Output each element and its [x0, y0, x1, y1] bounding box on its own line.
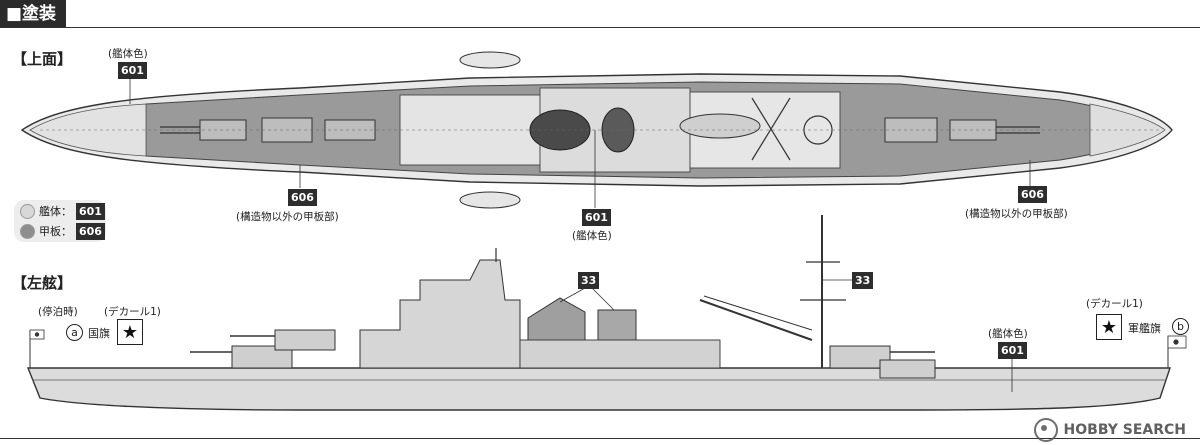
legend-deck-label: 甲板：: [39, 225, 72, 238]
side-view-label: 【左舷】: [12, 274, 73, 292]
side-hull-caption: (艦体色): [988, 328, 1028, 340]
top-hull-caption: (艦体色): [108, 48, 148, 60]
flag-a-marker: a: [66, 324, 83, 341]
deck-right-caption: (構造物以外の甲板部): [965, 208, 1068, 220]
top-view-label: 【上面】: [12, 50, 73, 68]
flag-b-decal-star-icon: ★: [1096, 314, 1122, 340]
legend-deck-code: 606: [76, 222, 105, 240]
legend-item-hull: 艦体： 601: [20, 202, 105, 220]
flag-b-name: 軍艦旗: [1128, 322, 1161, 335]
legend-hull-code: 601: [76, 202, 105, 220]
mast-code: 33: [852, 272, 874, 289]
section-title: ■塗装: [0, 0, 67, 28]
center-hull-code: 601: [582, 209, 611, 226]
flag-b-marker: b: [1172, 318, 1189, 335]
deck-left-caption: (構造物以外の甲板部): [236, 211, 339, 223]
deck-left-code: 606: [288, 189, 317, 206]
watermark-logo-icon: [1033, 418, 1058, 442]
funnel-code: 33: [578, 272, 600, 289]
section-header: ■塗装: [0, 0, 1200, 28]
flag-a-name: 国旗: [88, 327, 110, 340]
watermark: HOBBY SEARCH: [1033, 418, 1186, 442]
deck-swatch: [20, 223, 35, 239]
side-hull-code: 601: [998, 342, 1027, 359]
side-view-ship: [26, 215, 1187, 411]
watermark-text: HOBBY SEARCH: [1063, 422, 1186, 438]
side-hull: [26, 367, 1171, 411]
legend-hull-label: 艦体：: [39, 205, 72, 218]
hull-swatch: [20, 203, 35, 219]
top-hull-code: 601: [118, 62, 147, 79]
flag-a-decal-caption: (デカール1): [104, 306, 161, 318]
flag-b-decal-caption: (デカール1): [1086, 298, 1143, 310]
color-legend: 艦体： 601 甲板： 606: [14, 200, 106, 242]
flag-a-caption: (停泊時): [38, 306, 78, 318]
section-divider: [0, 27, 1200, 28]
footer-divider: [0, 438, 1200, 439]
flag-a-decal-star-icon: ★: [117, 319, 143, 345]
legend-item-deck: 甲板： 606: [20, 222, 105, 240]
top-view-ship: [20, 51, 1173, 209]
center-hull-caption: (艦体色): [572, 230, 612, 242]
deck-right-code: 606: [1018, 186, 1047, 203]
